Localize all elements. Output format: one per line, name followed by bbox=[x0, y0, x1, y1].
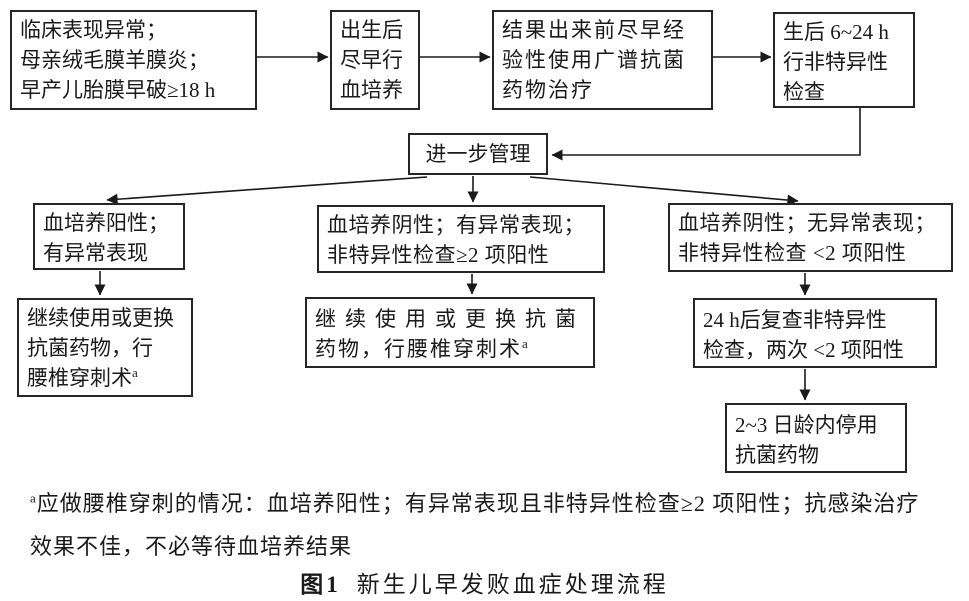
node-culture-negative-abnormal: 血培养阴性；有异常表现； 非特异性检查≥2 项阳性 bbox=[317, 205, 605, 273]
text-line: 血培养阴性；有异常表现； bbox=[327, 213, 585, 237]
text-line: 药物治疗 bbox=[502, 78, 594, 102]
footnote: a应做腰椎穿刺的情况：血培养阳性；有异常表现且非特异性检查≥2 项阳性；抗感染治… bbox=[30, 482, 950, 568]
text-line: 临床表现异常； bbox=[20, 18, 167, 42]
text-line: 抗菌药物 bbox=[735, 443, 819, 467]
node-stop-antibiotics: 2~3 日龄内停用 抗菌药物 bbox=[725, 403, 907, 473]
text-line: 抗菌药物，行 bbox=[27, 336, 153, 360]
arrow-tests-to-management bbox=[551, 108, 861, 161]
text-line: 母亲绒毛膜羊膜炎； bbox=[20, 48, 209, 72]
text-line: 血培养阳性； bbox=[43, 211, 169, 235]
text-line: 早产儿胎膜早破≥18 h bbox=[20, 78, 216, 102]
footnote-line-1: a应做腰椎穿刺的情况：血培养阳性；有异常表现且非特异性检查≥2 项阳性；抗感染治… bbox=[30, 482, 950, 525]
text-line: 结果出来前尽早经 bbox=[502, 18, 686, 42]
text-line: 药物，行腰椎穿刺术a bbox=[315, 336, 530, 361]
node-empiric-antibiotics: 结果出来前尽早经 验性使用广谱抗菌 药物治疗 bbox=[492, 10, 713, 110]
text-line: 血培养 bbox=[340, 78, 403, 102]
footnote-marker-a: a bbox=[132, 365, 138, 380]
text-line: 尽早行 bbox=[340, 48, 403, 72]
node-nonspecific-tests: 生后 6~24 h 行非特异性 检查 bbox=[773, 12, 915, 108]
node-recheck-24h: 24 h后复查非特异性 检查，两次 <2 项阳性 bbox=[693, 298, 937, 368]
text-line: 出生后 bbox=[340, 18, 403, 42]
text-line: 继续使用或更换 bbox=[27, 306, 174, 330]
text-line: 有异常表现 bbox=[43, 241, 148, 265]
node-clinical-signs: 临床表现异常； 母亲绒毛膜羊膜炎； 早产儿胎膜早破≥18 h bbox=[10, 10, 257, 110]
footnote-text-1: 应做腰椎穿刺的情况：血培养阳性；有异常表现且非特异性检查≥2 项阳性；抗感染治疗 bbox=[36, 491, 920, 516]
text-line: 行非特异性 bbox=[783, 50, 888, 74]
text-line: 继续使用或更换抗菌 bbox=[315, 307, 585, 331]
caption-label: 图1 bbox=[300, 572, 341, 597]
footnote-marker-a: a bbox=[522, 336, 530, 351]
node-continue-antibiotics-lp-left: 继续使用或更换 抗菌药物，行 腰椎穿刺术a bbox=[17, 298, 193, 397]
text-line: 验性使用广谱抗菌 bbox=[502, 48, 686, 72]
text-line: 24 h后复查非特异性 bbox=[703, 308, 887, 332]
node-further-management: 进一步管理 bbox=[408, 133, 548, 175]
figure-caption: 图1 新生儿早发败血症处理流程 bbox=[0, 565, 969, 599]
node-blood-culture: 出生后 尽早行 血培养 bbox=[330, 10, 420, 110]
text-line: 生后 6~24 h bbox=[783, 20, 889, 44]
node-continue-antibiotics-lp-mid: 继续使用或更换抗菌 药物，行腰椎穿刺术a bbox=[305, 297, 595, 368]
text-line: 血培养阴性；无异常表现； bbox=[678, 211, 936, 235]
caption-text: 新生儿早发败血症处理流程 bbox=[356, 572, 669, 597]
text-line: 2~3 日龄内停用 bbox=[735, 413, 878, 437]
arrow-management-to-negative-normal bbox=[529, 176, 799, 206]
text-line: 腰椎穿刺术a bbox=[27, 365, 138, 390]
node-culture-positive: 血培养阳性； 有异常表现 bbox=[33, 203, 185, 270]
node-culture-negative-normal: 血培养阴性；无异常表现； 非特异性检查 <2 项阳性 bbox=[668, 203, 953, 272]
text-line: 检查，两次 <2 项阳性 bbox=[703, 338, 904, 362]
arrow-management-to-positive bbox=[106, 176, 428, 205]
text-line: 非特异性检查 <2 项阳性 bbox=[678, 241, 907, 265]
text-line: 非特异性检查≥2 项阳性 bbox=[327, 243, 550, 267]
footnote-marker-a: a bbox=[30, 490, 37, 506]
footnote-line-2: 效果不佳，不必等待血培养结果 bbox=[30, 534, 353, 559]
text-line: 检查 bbox=[783, 80, 825, 104]
text-line: 进一步管理 bbox=[425, 142, 531, 166]
